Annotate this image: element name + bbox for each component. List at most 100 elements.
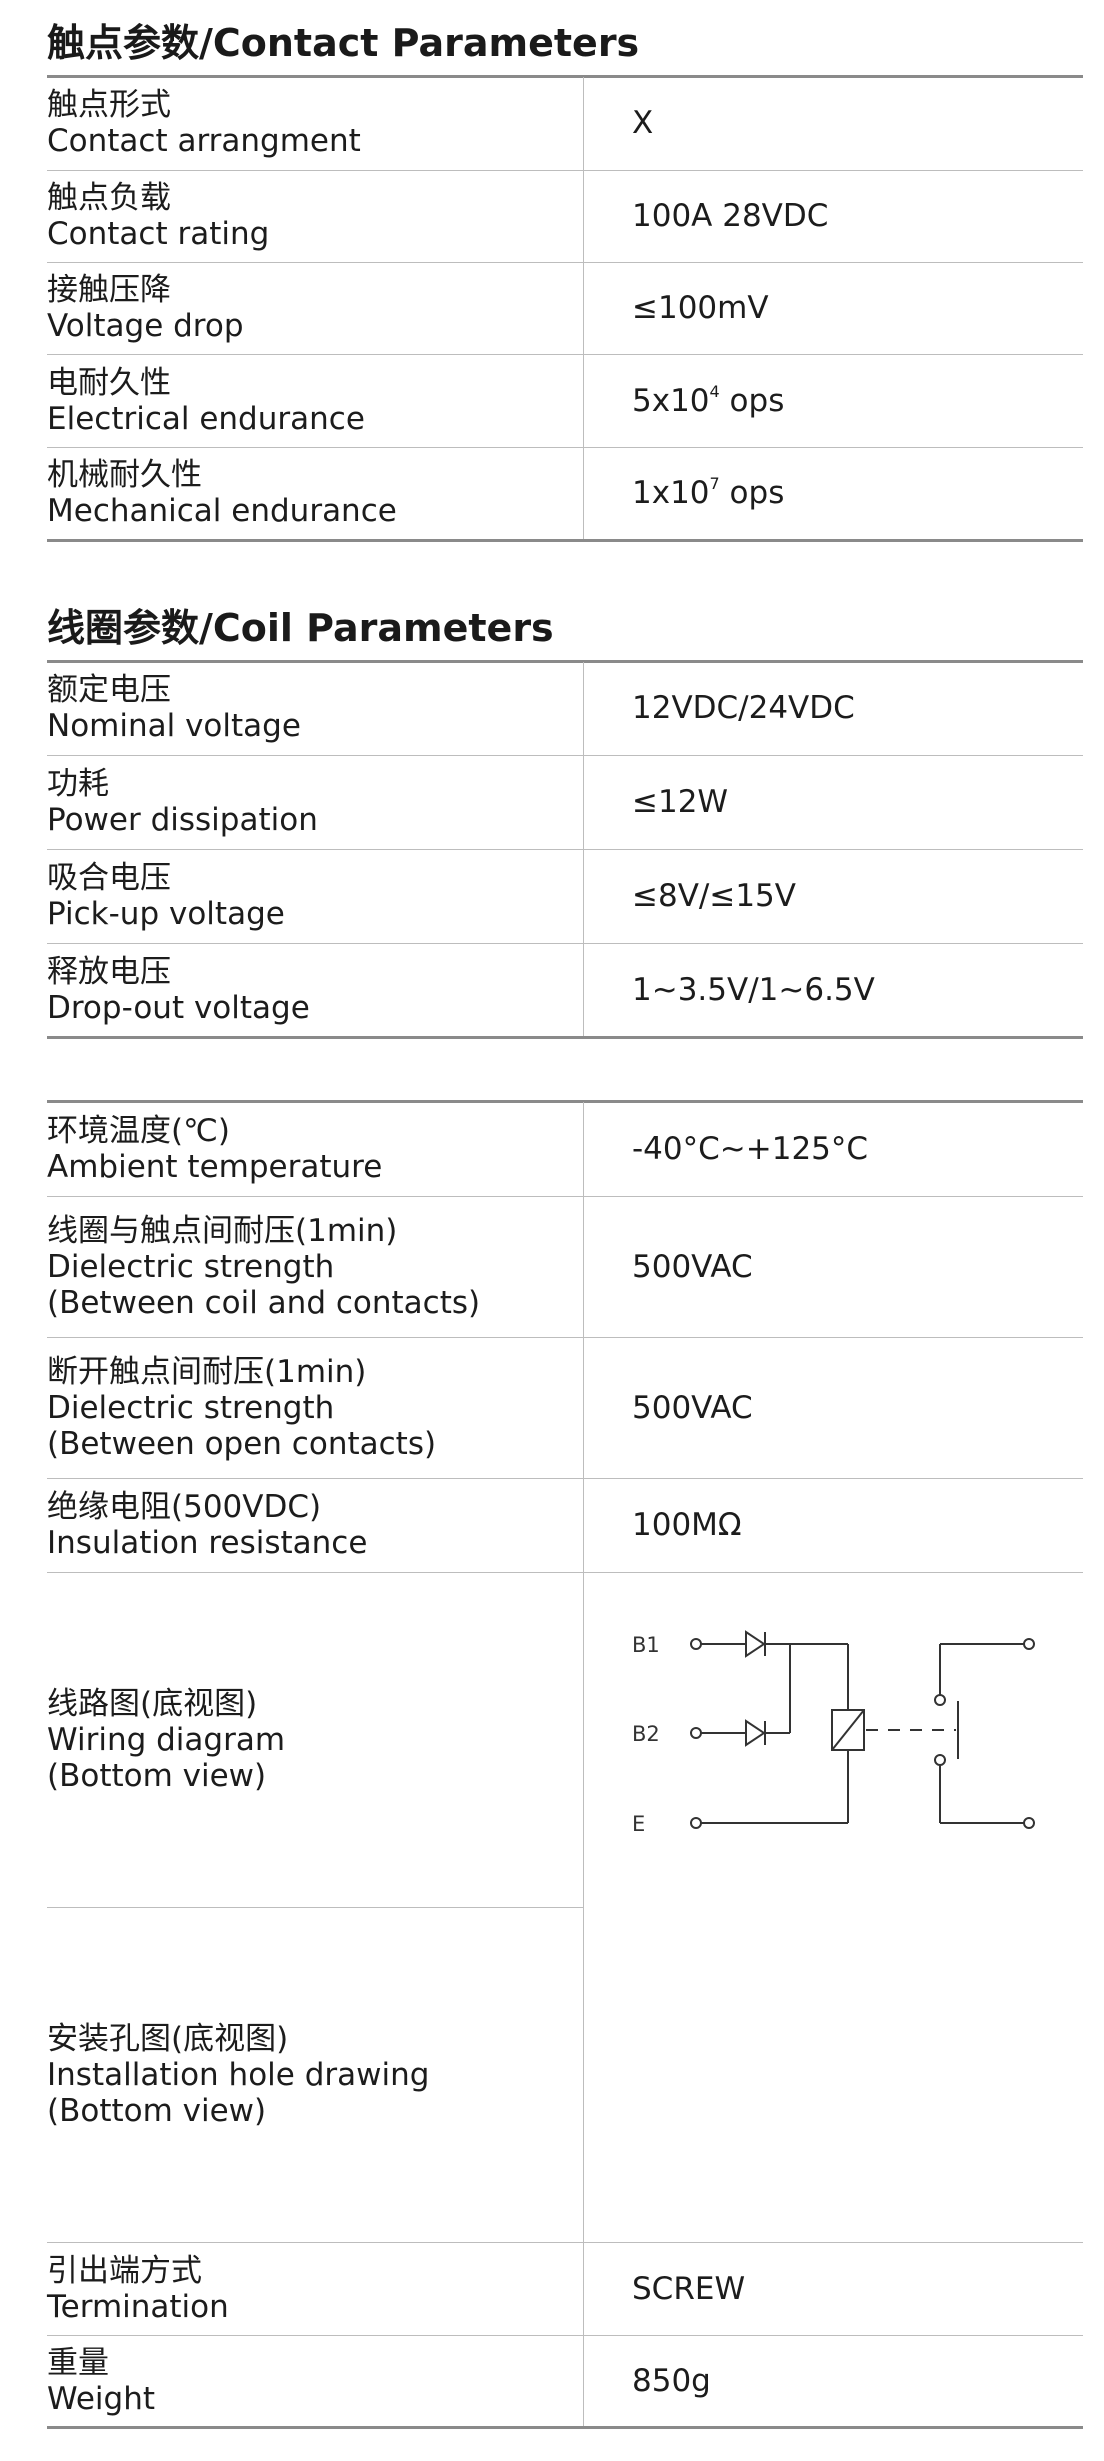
- row-value: 1~3.5V/1~6.5V: [583, 943, 1083, 1039]
- table-row: 引出端方式 Termination SCREW: [47, 2242, 1083, 2336]
- row-label: 线圈与触点间耐压(1min) Dielectric strength (Betw…: [47, 1196, 584, 1338]
- label-en: Insulation resistance: [47, 1525, 368, 1561]
- label-zh: 功耗: [47, 766, 109, 802]
- row-label: 触点形式 Contact arrangment: [47, 77, 584, 171]
- label-zh: 触点形式: [47, 87, 171, 124]
- coil-parameters-table: 额定电压 Nominal voltage 12VDC/24VDC 功耗 Powe…: [47, 662, 1083, 1039]
- label-en: Contact rating: [47, 216, 270, 252]
- label-en: Mechanical endurance: [47, 493, 397, 529]
- label-en: Power dissipation: [47, 802, 318, 838]
- row-value: 500VAC: [583, 1337, 1083, 1479]
- row-label: 额定电压 Nominal voltage: [47, 662, 584, 756]
- label-en: Electrical endurance: [47, 400, 365, 437]
- label-en: Wiring diagram: [47, 1721, 286, 1758]
- contact-section-title: 触点参数/Contact Parameters: [47, 21, 640, 65]
- label-zh: 机械耐久性: [47, 457, 202, 493]
- row-label: 触点负载 Contact rating: [47, 170, 584, 263]
- table-row: 释放电压 Drop-out voltage 1~3.5V/1~6.5V: [47, 943, 1083, 1039]
- row-label: 机械耐久性 Mechanical endurance: [47, 447, 584, 542]
- table-row: 电耐久性 Electrical endurance 5x104 ops: [47, 354, 1083, 448]
- table-row: 功耗 Power dissipation ≤12W: [47, 755, 1083, 850]
- pin-e-terminal: [690, 1816, 702, 1829]
- pin-b2-terminal: [690, 1726, 702, 1739]
- label-en: Weight: [47, 2380, 156, 2417]
- label-en: Ambient temperature: [47, 1148, 383, 1185]
- contact-point-top: [934, 1693, 946, 1706]
- label-en: Voltage drop: [47, 308, 244, 344]
- coil-section-title: 线圈参数/Coil Parameters: [47, 606, 554, 650]
- row-value: 500VAC: [583, 1196, 1083, 1338]
- label-zh: 重量: [47, 2344, 109, 2381]
- contact-parameters-table: 触点形式 Contact arrangment X 触点负载 Contact r…: [47, 77, 1083, 542]
- label-zh: 接触压降: [47, 272, 171, 308]
- table-row: 绝缘电阻(500VDC) Insulation resistance 100MΩ: [47, 1478, 1083, 1573]
- label-en: Installation hole drawing: [47, 2056, 430, 2093]
- row-label: 绝缘电阻(500VDC) Insulation resistance: [47, 1478, 584, 1573]
- row-value: 100A 28VDC: [583, 170, 1083, 263]
- label-en: Drop-out voltage: [47, 989, 310, 1026]
- pin-label-b2: B2: [632, 1722, 660, 1746]
- contact-point-bottom: [934, 1753, 946, 1766]
- row-label: 释放电压 Drop-out voltage: [47, 943, 584, 1039]
- label-zh: 绝缘电阻(500VDC): [47, 1489, 322, 1525]
- table-row: 断开触点间耐压(1min) Dielectric strength (Betwe…: [47, 1337, 1083, 1479]
- other-table-top-rule: [47, 1100, 1083, 1103]
- row-label: 功耗 Power dissipation: [47, 755, 584, 850]
- table-row: 触点形式 Contact arrangment X: [47, 77, 1083, 171]
- row-value: ≤12W: [583, 755, 1083, 850]
- label-zh: 安装孔图(底视图): [47, 2020, 289, 2057]
- label-zh: 线路图(底视图): [47, 1685, 258, 1722]
- row-label: 安装孔图(底视图) Installation hole drawing (Bot…: [47, 1907, 584, 2243]
- row-label: 引出端方式 Termination: [47, 2242, 584, 2336]
- other-parameters-table: 环境温度(℃) Ambient temperature -40°C~+125°C…: [47, 1102, 1083, 2429]
- coil-table-top-rule: [47, 660, 1083, 663]
- value-base: 1x10: [632, 475, 710, 511]
- diode-b2-icon: [745, 1718, 766, 1747]
- table-row: 机械耐久性 Mechanical endurance 1x107 ops: [47, 447, 1083, 542]
- value-exponent: 4: [709, 381, 720, 401]
- row-value: -40°C~+125°C: [583, 1102, 1083, 1197]
- table-row: 额定电压 Nominal voltage 12VDC/24VDC: [47, 662, 1083, 756]
- value-unit: ops: [719, 382, 785, 419]
- diode-b1-icon: [745, 1629, 766, 1658]
- label-en: Dielectric strength: [47, 1389, 335, 1426]
- label-zh: 引出端方式: [47, 2252, 202, 2289]
- table-row: 吸合电压 Pick-up voltage ≤8V/≤15V: [47, 849, 1083, 944]
- pin-b1-terminal: [690, 1637, 702, 1650]
- row-label: 重量 Weight: [47, 2335, 584, 2429]
- table-row: 重量 Weight 850g: [47, 2335, 1083, 2429]
- label-zh: 线圈与触点间耐压(1min): [47, 1212, 398, 1249]
- pin-label-b1: B1: [632, 1633, 660, 1657]
- contact-terminal-top: [1023, 1637, 1035, 1650]
- value-unit: ops: [719, 475, 785, 511]
- row-value: X: [583, 77, 1083, 171]
- pin-label-e: E: [632, 1812, 645, 1836]
- label-zh: 断开触点间耐压(1min): [47, 1353, 367, 1390]
- label-en-note: (Bottom view): [47, 2092, 267, 2129]
- label-zh: 释放电压: [47, 953, 171, 990]
- row-label: 环境温度(℃) Ambient temperature: [47, 1102, 584, 1197]
- row-label: 吸合电压 Pick-up voltage: [47, 849, 584, 944]
- row-label: 线路图(底视图) Wiring diagram (Bottom view): [47, 1572, 584, 1908]
- row-value: 850g: [583, 2335, 1083, 2429]
- table-row: 线圈与触点间耐压(1min) Dielectric strength (Betw…: [47, 1196, 1083, 1338]
- contact-table-top-rule: [47, 75, 1083, 78]
- row-value: 1x107 ops: [583, 447, 1083, 542]
- label-en: Contact arrangment: [47, 123, 361, 160]
- label-en: Dielectric strength: [47, 1248, 335, 1285]
- row-label: 断开触点间耐压(1min) Dielectric strength (Betwe…: [47, 1337, 584, 1479]
- table-row: 接触压降 Voltage drop ≤100mV: [47, 262, 1083, 355]
- row-value: ≤100mV: [583, 262, 1083, 355]
- label-en-note: (Between open contacts): [47, 1425, 437, 1462]
- label-zh: 吸合电压: [47, 860, 171, 896]
- table-row: 安装孔图(底视图) Installation hole drawing (Bot…: [47, 1907, 1083, 2243]
- table-row: 触点负载 Contact rating 100A 28VDC: [47, 170, 1083, 263]
- row-label: 电耐久性 Electrical endurance: [47, 354, 584, 448]
- label-zh: 电耐久性: [47, 364, 171, 401]
- row-value: ≤8V/≤15V: [583, 849, 1083, 944]
- label-en-note: (Between coil and contacts): [47, 1284, 481, 1321]
- label-zh: 额定电压: [47, 672, 171, 709]
- table-row: 线路图(底视图) Wiring diagram (Bottom view): [47, 1572, 1083, 2243]
- label-zh: 环境温度(℃): [47, 1112, 231, 1149]
- contact-terminal-bottom: [1023, 1816, 1035, 1829]
